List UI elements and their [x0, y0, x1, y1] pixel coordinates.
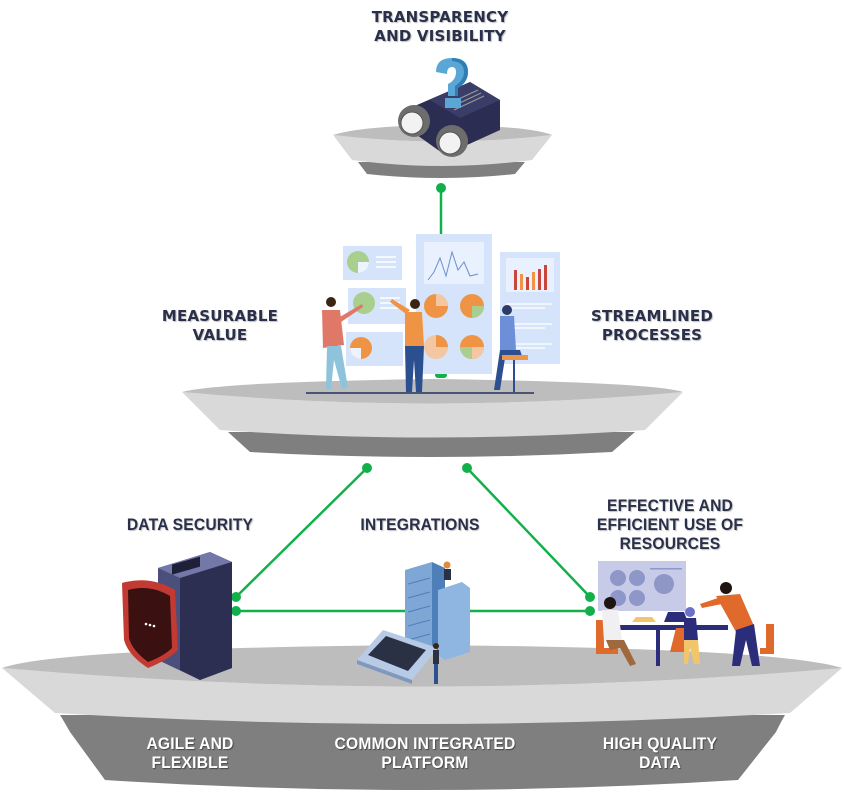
label-integrations: INTEGRATIONS [360, 515, 480, 534]
connector-node [231, 606, 241, 616]
connector-middle-resources [466, 467, 591, 598]
person-figure [390, 299, 424, 392]
connector-node [362, 463, 372, 473]
middle-tier [182, 379, 683, 457]
bottom-tier-base [60, 715, 785, 790]
middle-tier-rim [182, 392, 683, 438]
top-tier-base [358, 162, 525, 178]
middle-tier-top [182, 379, 683, 404]
bottom-tier-rim [2, 668, 842, 724]
label-common-platform: COMMON INTEGRATED PLATFORM [334, 734, 516, 772]
team-meeting-icon [596, 561, 774, 666]
binoculars-question-icon [398, 58, 500, 157]
server-laptop-icon [357, 561, 470, 684]
connector-node [436, 183, 446, 193]
connector-node [231, 592, 241, 602]
label-measurable-value: MEASURABLE VALUE [161, 307, 279, 344]
middle-tier-base [228, 432, 635, 457]
label-streamlined-processes: STREAMLINED PROCESSES [591, 307, 713, 344]
label-data-security: DATA SECURITY [126, 515, 254, 534]
person-figure [494, 305, 528, 392]
team-dashboard-illustration [306, 234, 560, 394]
label-transparency-visibility: TRANSPARENCY AND VISIBILITY [371, 8, 509, 45]
shield-server-icon [122, 552, 232, 680]
connector-node [585, 606, 595, 616]
label-high-quality-data: HIGH QUALITY DATA [602, 734, 718, 772]
label-agile-flexible: AGILE AND FLEXIBLE [146, 734, 234, 772]
person-figure [322, 297, 363, 389]
label-effective-resources: EFFECTIVE AND EFFICIENT USE OF RESOURCES [596, 496, 744, 553]
bottom-tier [2, 645, 842, 790]
connector-node [585, 592, 595, 602]
connector-node [462, 463, 472, 473]
connector-middle-security [235, 467, 368, 598]
